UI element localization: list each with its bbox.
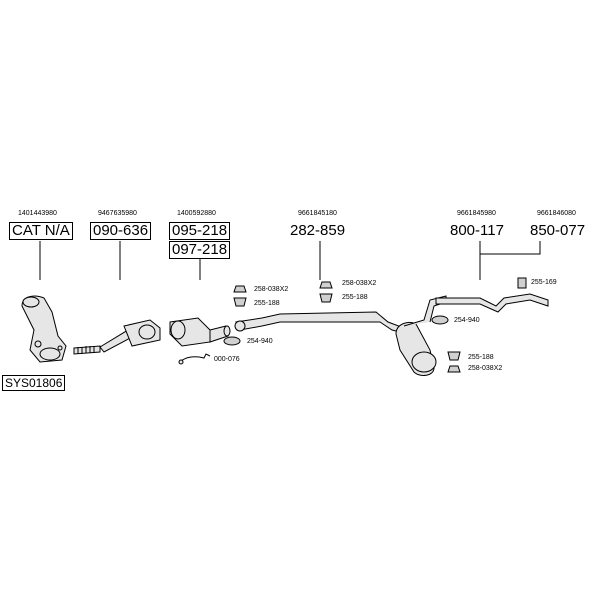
fitting-label[interactable]: 254-940 [247, 338, 273, 345]
part-code-282[interactable]: 282-859 [290, 222, 346, 239]
fitting-icons [223, 277, 527, 373]
bracket-icon [319, 293, 333, 303]
rubber-mount-icon [447, 365, 461, 373]
rear-silencer-part [395, 295, 447, 376]
part-ref-4: 9661845180 [298, 210, 337, 217]
part-code-090[interactable]: 090-636 [90, 222, 152, 240]
fitting-label[interactable]: 254-940 [454, 317, 480, 324]
catalyst-manifold-part [21, 295, 67, 363]
fitting-label[interactable]: 258-038X2 [342, 280, 377, 287]
hanger-icon [517, 277, 527, 289]
part-ref-5: 9661845980 [457, 210, 496, 217]
front-pipe-part [73, 319, 161, 355]
leader-800-850 [479, 241, 541, 280]
sensor-part [179, 353, 211, 363]
rubber-mount-icon [233, 285, 247, 293]
bracket-icon [233, 297, 247, 307]
clamp-icon [223, 336, 241, 346]
part-ref-2: 9467635980 [98, 210, 137, 217]
part-ref-1: 1401443980 [18, 210, 57, 217]
intermediate-pipe-part [234, 311, 410, 335]
fitting-label[interactable]: 258-038X2 [468, 365, 503, 372]
system-code: SYS01806 [2, 375, 66, 391]
part-code-097[interactable]: 097-218 [169, 241, 231, 259]
part-code-cat[interactable]: CAT N/A [9, 222, 73, 240]
rubber-mount-icon [319, 281, 333, 289]
fitting-label[interactable]: 258-038X2 [254, 286, 289, 293]
fitting-label[interactable]: 255-169 [531, 279, 557, 286]
fitting-label[interactable]: 255-188 [468, 354, 494, 361]
fitting-label[interactable]: 255-188 [254, 300, 280, 307]
fitting-label[interactable]: 255-188 [342, 294, 368, 301]
part-ref-3: 1400592880 [177, 210, 216, 217]
dpf-part [169, 317, 231, 347]
part-code-850[interactable]: 850-077 [530, 222, 586, 239]
fitting-label[interactable]: 000-076 [214, 356, 240, 363]
part-code-800[interactable]: 800-117 [450, 222, 504, 239]
clamp-icon [431, 315, 449, 325]
tail-pipe-part [435, 293, 549, 313]
bracket-icon [447, 351, 461, 361]
part-code-095[interactable]: 095-218 [169, 222, 231, 240]
part-ref-6: 9661846080 [537, 210, 576, 217]
